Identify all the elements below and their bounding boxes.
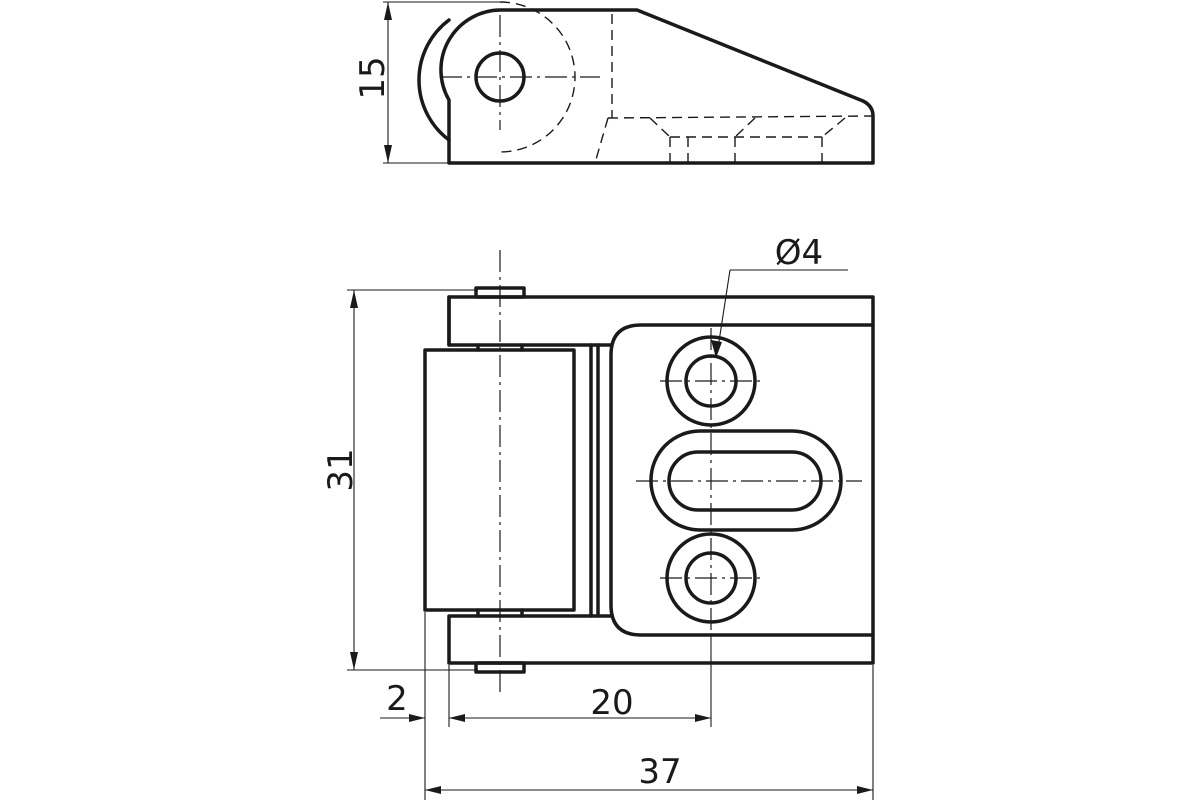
dimension-offset: 2 [386, 679, 408, 719]
hidden-line [734, 117, 756, 138]
arrowhead [711, 340, 722, 358]
arrowhead [384, 145, 392, 163]
hidden-line [649, 117, 671, 138]
leader-line [717, 269, 731, 349]
arrowhead [857, 786, 873, 794]
hidden-line [821, 117, 846, 138]
pocket-outline [609, 323, 875, 637]
front-dimensions: Ø4 31 2 20 37 [321, 233, 874, 800]
top-view-outline [439, 8, 875, 165]
plate-outline [447, 295, 875, 665]
hidden-line [594, 117, 609, 164]
arrowhead [425, 786, 441, 794]
arrowhead [350, 290, 358, 308]
dimension-overall-length: 37 [638, 752, 681, 792]
dimension-height-top: 15 [353, 56, 393, 99]
arrowhead [695, 714, 711, 722]
front-view [423, 250, 875, 695]
hidden-line [607, 115, 874, 119]
dimension-hole-spacing: 20 [590, 683, 633, 723]
arrowhead [384, 2, 392, 20]
top-view: 15 [353, 1, 875, 165]
arrowhead [350, 652, 358, 670]
knuckle-arc [417, 18, 451, 142]
dimension-height-front: 31 [321, 448, 361, 491]
dimension-hole-diameter: Ø4 [775, 233, 823, 273]
arrowhead [409, 714, 425, 722]
